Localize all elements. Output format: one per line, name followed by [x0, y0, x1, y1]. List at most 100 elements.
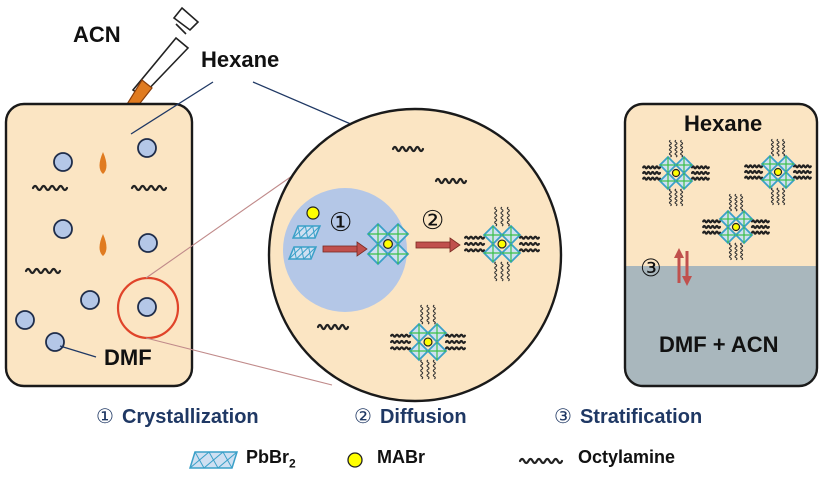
octylamine-ligand [390, 346, 412, 351]
octylamine-chain [31, 184, 69, 192]
pbbr2-slab [291, 225, 322, 239]
dmf-droplet [137, 297, 157, 317]
dropper-neck [175, 23, 187, 35]
marker-crystallization: ① [329, 208, 353, 238]
pbbr2-slab-line [292, 225, 306, 239]
acn-drop [99, 152, 107, 174]
step-diffusion-number: ② [354, 404, 372, 428]
hexane-pointer-right [252, 81, 361, 129]
acn-drop [99, 234, 107, 256]
step-diffusion-text: Diffusion [379, 406, 467, 428]
octylamine-ligand [426, 359, 430, 380]
octylamine-ligand [518, 235, 540, 240]
pbbr2-slab-line [307, 225, 321, 239]
octylamine-ligand [690, 176, 710, 181]
octylamine-ligand [642, 165, 662, 170]
stratification-arrows [674, 248, 692, 286]
nanocrystal-core [366, 222, 410, 266]
nanocrystal-ligated [702, 193, 770, 261]
octylamine-ligand [444, 333, 466, 338]
strat-arrow-up-head [674, 248, 684, 258]
pbbr2-slab-line [203, 451, 224, 469]
octylamine-ligand [782, 138, 786, 157]
octylamine-ligand [420, 304, 424, 325]
nanocrystal-ligated [642, 139, 710, 207]
dropper-bulb [172, 6, 200, 32]
mabr-cation [773, 167, 783, 177]
dmf-label: DMF [104, 345, 152, 370]
mabr-cation [383, 239, 394, 250]
pbbr2-slab-line [189, 451, 210, 469]
octylamine-ligand [506, 206, 510, 227]
hexane-pointer-left [130, 81, 214, 135]
legend-pbbr2-text: PbBr [246, 447, 290, 467]
step-diffusion: ② Diffusion [354, 404, 467, 429]
mabr-cation [497, 239, 507, 249]
octylamine-ligand [792, 164, 812, 169]
octylamine-ligand [494, 261, 498, 282]
nanocrystal-ligated [390, 304, 466, 380]
octylamine-ligand [728, 193, 732, 212]
pbbr2-slab-line [288, 246, 302, 260]
legend-pbbr2-subscript: 2 [289, 456, 296, 471]
octylamine-ligand [642, 176, 662, 181]
octylamine-ligand [690, 165, 710, 170]
dmf-droplet [45, 332, 65, 352]
octylamine-ligand [420, 359, 424, 380]
strat-arrow-down-head [682, 276, 692, 286]
dmf-droplet [53, 219, 73, 239]
legend-octylamine: Octylamine [578, 447, 676, 467]
octylamine-ligand [432, 359, 436, 380]
octylamine-ligand [740, 242, 744, 261]
octylamine-ligand [702, 224, 722, 230]
zoom-connector-top [145, 161, 313, 279]
octylamine-ligand [744, 164, 764, 169]
marker-stratification: ③ [640, 254, 662, 282]
arrow-shaft [415, 241, 453, 249]
nanocrystal-ligated [464, 206, 540, 282]
octylamine-ligand [668, 188, 672, 207]
octylamine-ligand [680, 139, 684, 158]
dmf-droplet [138, 233, 158, 253]
pbbr2-slab-line [303, 246, 317, 260]
octylamine-chain [24, 267, 62, 275]
mabr-cation [671, 168, 681, 178]
hexane-label-left: Hexane [201, 47, 280, 72]
octylamine-chain [434, 177, 468, 185]
pbbr2-slab [287, 246, 318, 260]
octylamine-ligand [702, 230, 722, 235]
octylamine-ligand [680, 188, 684, 207]
octylamine-ligand [792, 175, 812, 180]
hexane-label-right: Hexane [684, 111, 763, 136]
octylamine-ligand [390, 339, 412, 345]
mabr-cation [731, 222, 741, 232]
octylamine-ligand [750, 230, 770, 235]
octylamine-ligand [674, 188, 678, 207]
octylamine-ligand [740, 193, 744, 212]
octylamine-ligand [464, 248, 486, 253]
dmf-droplet [137, 138, 157, 158]
octylamine-chain [316, 323, 350, 331]
legend-mabr: MABr [377, 447, 425, 467]
arrow-shaft [322, 245, 360, 253]
octylamine-ligand [776, 138, 780, 157]
step-stratification-number: ③ [554, 404, 572, 428]
dmf-pointer [59, 345, 97, 358]
octylamine-ligand [668, 139, 672, 158]
pbbr2-slab-line [295, 246, 310, 260]
octylamine-ligand [506, 261, 510, 282]
octylamine-ligand [444, 339, 466, 345]
zoom-circle [267, 107, 563, 403]
dmf-acn-phase [625, 266, 817, 386]
zoom-connector-bottom [145, 337, 333, 386]
legend-pbbr2-icon [188, 451, 239, 469]
octylamine-ligand [702, 219, 722, 224]
octylamine-ligand [464, 241, 486, 247]
right-container [623, 102, 819, 388]
mabr-particle [306, 206, 320, 220]
octylamine-ligand [770, 187, 774, 206]
octylamine-ligand [674, 139, 678, 158]
legend-octylamine-icon [518, 457, 564, 465]
